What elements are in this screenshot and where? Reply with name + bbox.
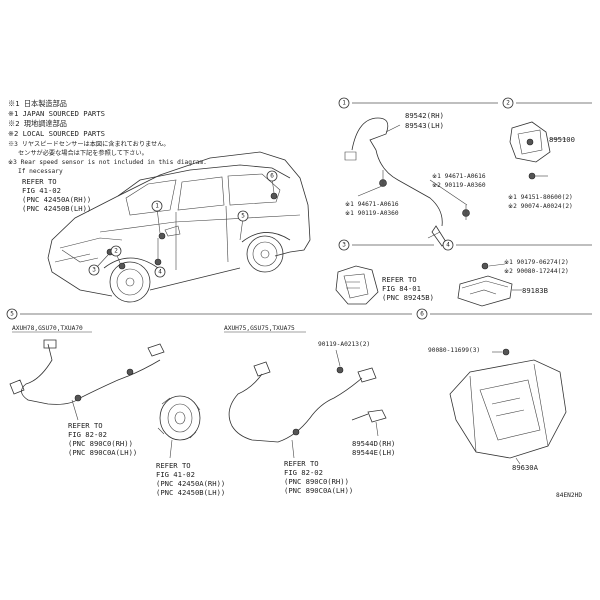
section-2: 2 895100 ※1 94151-80600(2) ※2 90074-A002… [502,97,592,210]
s1-bolt-1: ※1 94671-A0616 [432,173,486,180]
note-line-7: ※3 Rear speed sensor is not included in … [8,159,207,166]
svg-text:6: 6 [270,173,274,180]
s5-l-pnc-lh: (PNC 890C0A(LH)) [68,448,137,457]
s5-subtitle-left: AXUH78,GSU70,TXUA70 [12,325,83,332]
note-line-1: ※1 日本製造部品 [8,99,67,108]
s5-subtitle-right: AXUH75,GSU75,TXUA75 [224,325,295,332]
s3-refer: REFER TO [382,275,417,284]
note-line-2: ※1 JAPAN SOURCED PARTS [8,109,105,118]
s5-l-pnc-rh: (PNC 890C0(RH)) [68,439,133,448]
s5-r-fig: FIG 82-02 [284,468,323,477]
s5-hub-pnc-lh: (PNC 42450B(LH)) [156,488,225,497]
s3-fig: FIG 84-01 [382,284,421,293]
note-line-4: ※2 LOCAL SOURCED PARTS [8,129,105,138]
note-refer-2: FIG 41-02 [22,186,61,195]
note-line-8: If necessary [18,168,63,175]
section-1: 1 89542(RH) 89543(LH) ※1 94671-A0616 ※2 … [338,97,498,247]
note-refer-4: (PNC 42450B(LH)) [22,204,91,213]
note-line-5: ※3 リヤスピードセンサーは本図に含まれておりません。 [8,140,170,148]
s5-hub-refer: REFER TO [156,461,191,470]
s1-pn-lh: 89543(LH) [405,121,444,130]
s5-hub-pnc-rh: (PNC 42450A(RH)) [156,479,225,488]
notes-block: ※1 日本製造部品 ※1 JAPAN SOURCED PARTS ※2 現地調達… [8,99,207,213]
svg-text:5: 5 [241,213,245,220]
note-line-3: ※2 現地調達部品 [8,119,67,128]
section-5: 5 AXUH78,GSU70,TXUA70 AXUH75,GSU75,TXUA7… [6,308,412,497]
s5-bolt: 90119-A0213(2) [318,341,370,348]
s6-pn: 89630A [512,463,539,472]
s1-pn-rh: 89542(RH) [405,111,444,120]
note-refer-3: (PNC 42450A(RH)) [22,195,91,204]
car-callout-1: 1 [151,200,163,212]
svg-text:4: 4 [158,269,162,276]
s5-sensor-lh: 89544E(LH) [352,448,395,457]
section-1-number: 1 [342,100,346,107]
s2-bolt-1: ※1 94151-80600(2) [508,194,573,201]
s4-pn: 89183B [522,286,548,295]
note-refer-1: REFER TO [22,177,57,186]
s2-bolt-2: ※2 90074-A0024(2) [508,203,573,210]
s1-clip-1: ※1 94671-A0616 [345,201,399,208]
s5-l-fig: FIG 82-02 [68,430,107,439]
section-6: 6 90080-11699(3) 89630A [416,308,592,472]
section-2-number: 2 [506,100,510,107]
section-4: 4 ※1 90179-06274(2) ※2 90080-17244(2) 89… [442,239,592,307]
s1-bolt-2: ※2 90119-A0360 [432,182,486,189]
s1-clip-2: ※1 90119-A0360 [345,210,399,217]
s3-pnc: (PNC 89245B) [382,293,434,302]
s5-sensor-rh: 89544D(RH) [352,439,395,448]
s5-r-pnc-lh: (PNC 890C0A(LH)) [284,486,353,495]
s5-l-refer: REFER TO [68,421,103,430]
svg-text:1: 1 [155,203,159,210]
svg-text:2: 2 [114,248,118,255]
s5-hub-fig: FIG 41-02 [156,470,195,479]
s6-bolt: 90080-11699(3) [428,347,480,354]
section-5-number: 5 [10,311,14,318]
car-callout-5: 5 [237,210,249,222]
car-callouts: 1 2 3 4 5 6 [88,170,278,278]
s5-r-pnc-rh: (PNC 890C0(RH)) [284,477,349,486]
car-callout-3: 3 [88,264,100,276]
s4-bolt-1: ※1 90179-06274(2) [504,259,569,266]
s2-pn: 895100 [549,135,575,144]
section-3-number: 3 [342,242,346,249]
note-line-6: センサが必要な場合は下記を参照して下さい。 [18,149,148,157]
section-4-number: 4 [446,242,450,249]
car-callout-4: 4 [154,266,166,278]
car-callout-6: 6 [266,170,278,182]
section-6-number: 6 [420,311,424,318]
svg-text:3: 3 [92,267,96,274]
s5-r-refer: REFER TO [284,459,319,468]
car-callout-2: 2 [110,245,122,257]
footer-code: 84EN2HD [556,492,582,499]
s4-bolt-2: ※2 90080-17244(2) [504,268,569,275]
section-3: 3 REFER TO FIG 84-01 (PNC 89245B) [335,239,434,305]
